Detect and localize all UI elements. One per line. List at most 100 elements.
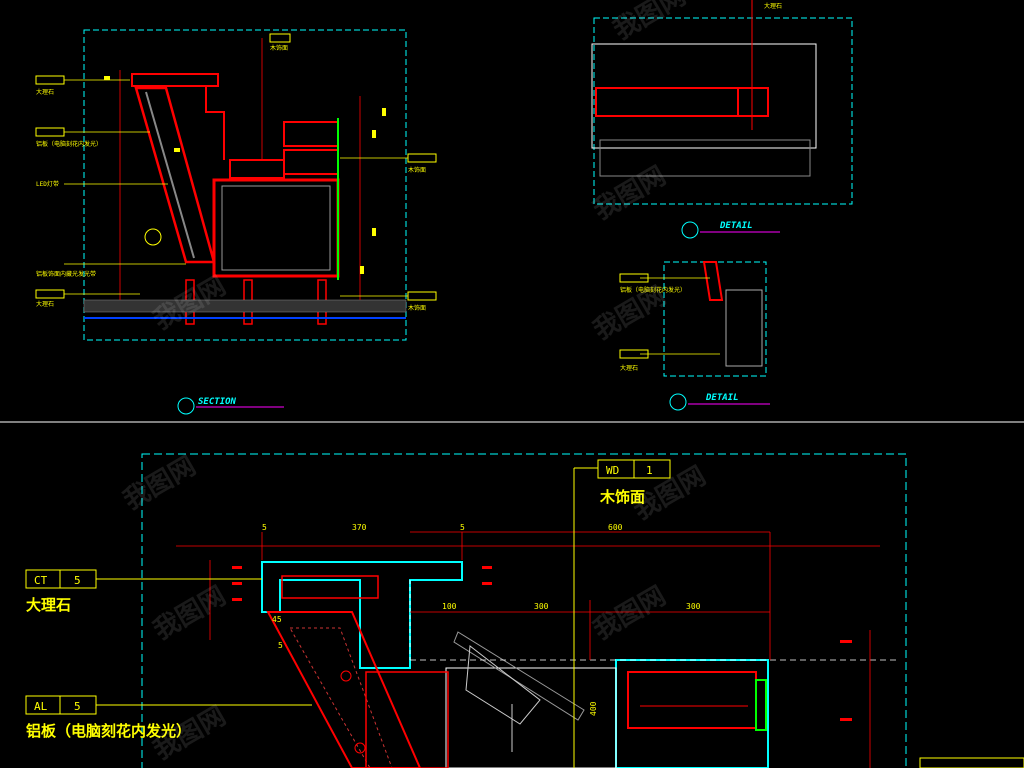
section-cabinet [212,178,340,278]
watermark: 我图网 我图网 我图网 我图网 我图网 我图网 我图网 我图网 我图网 [119,0,712,766]
detail-bottom-panel [702,261,724,301]
watermark-text: 我图网 [589,161,672,226]
section-drawing: 大理石 铝板（电脑刻花内发光） LED灯带 铝板饰面内藏光发光带 大理石 木饰面… [35,29,437,415]
detail-bottom-bubble [669,393,687,411]
section-panel-inner-line [145,91,195,259]
dim-5a: 5 [262,523,267,532]
section-tag-box [35,75,65,85]
detail-tag-box [619,349,649,359]
dim-tick [482,582,492,585]
dim-tick [232,566,242,569]
dim-tick [482,566,492,569]
enlarged-frame [141,453,907,768]
detail-bottom-label-stone: 大理石 [620,364,638,372]
enlarged-cabinet [615,659,769,768]
section-floor [83,299,407,313]
marker-circle [340,670,352,682]
section-marker [144,228,162,246]
section-label-wood-bottom: 木饰面 [408,304,426,312]
detail-top-bubble [681,221,699,239]
dim-tick [840,718,852,721]
section-cabinet-inner [221,185,331,271]
watermark-text: 我图网 [149,271,232,336]
tag-al-num: 5 [74,700,81,713]
section-label-marble: 大理石 [36,88,54,96]
section-tag-box [407,153,437,163]
section-drawer-2 [283,149,339,175]
section-label-wood-top: 木饰面 [270,44,288,52]
section-label-marble-bottom: 大理石 [36,300,54,308]
section-shelf [229,159,285,179]
watermark-text: 我图网 [609,0,692,46]
detail-top-title: DETAIL [719,221,753,231]
dim-mark [372,228,376,236]
dim-tick [840,640,852,643]
section-title-bubble [177,397,195,415]
section-label-panel: 铝板（电脑刻花内发光） [36,140,102,148]
section-tag-box [35,127,65,137]
watermark-text: 我图网 [149,581,232,646]
detail-insert [737,87,769,117]
dim-tick [232,598,242,601]
section-slanted-panel [134,86,216,264]
dim-300b: 300 [686,602,701,611]
dim-5b: 5 [460,523,465,532]
dim-600: 600 [608,523,623,532]
detail-bottom-title: DETAIL [705,393,739,403]
dim-tick [232,582,242,585]
section-top-slab [131,73,219,87]
enlarged-slab-inner [281,575,379,599]
detail-top: 大理石 DETAIL [591,0,853,239]
section-label-led: LED灯带 [36,180,59,188]
dim-mark [174,148,180,152]
enlarged-inner-frame [445,667,617,768]
detail-bottom-frame [663,261,767,377]
section-frame [83,29,407,341]
watermark-text: 我图网 [119,451,202,516]
dim-mark [382,108,386,116]
enlarged-inner-box [365,671,449,768]
label-wood-finish: 木饰面 [599,488,645,506]
edge-tag [919,757,1024,768]
dim-400: 400 [589,701,598,716]
detail-top-label: 大理石 [764,2,782,10]
detail-bottom: 铝板（电脑刻花内发光） 大理石 DETAIL [619,261,770,411]
enlarged-drawer [627,671,757,729]
dim-mark [372,130,376,138]
detail-tag-box [619,273,649,283]
enlarged-slanted-panel [266,611,422,768]
detail-bottom-block [725,289,763,367]
detail-channel [595,87,769,117]
dim-300a: 300 [534,602,549,611]
dim-45: 45 [272,615,282,624]
tag-ct-num: 5 [74,574,81,587]
marker-circle [354,742,366,754]
label-aluminium-panel: 铝板（电脑刻花内发光） [26,722,191,740]
enlarged-bracket [465,645,541,725]
dim-100: 100 [442,602,457,611]
tag-ct-code: CT [34,574,48,587]
watermark-text: 我图网 [149,701,232,766]
section-title: SECTION [198,397,237,407]
dim-mark [360,266,364,274]
detail-stone-block [591,43,817,149]
section-tag-box [407,291,437,301]
dim-370: 370 [352,523,367,532]
section-tag-box [269,33,291,43]
dim-5c: 5 [278,641,283,650]
enlarged-arm [453,631,585,721]
dim-mark [104,76,110,80]
section-label-lower: 铝板饰面内藏光发光带 [36,270,96,278]
tag-wd-num: 1 [646,464,653,477]
enlarged-detail: 5 370 5 600 100 300 300 45 5 400 WD 1 木饰… [25,453,1024,768]
section-drawer-1 [283,121,339,147]
section-label-wood-mid: 木饰面 [408,166,426,174]
tag-wd-code: WD [606,464,619,477]
enlarged-top-slab [261,561,463,669]
section-upper-connector [205,86,225,160]
label-marble: 大理石 [26,596,71,614]
detail-bottom-label-panel: 铝板（电脑刻花内发光） [620,286,686,294]
detail-base [599,139,811,177]
detail-top-frame [593,17,853,205]
